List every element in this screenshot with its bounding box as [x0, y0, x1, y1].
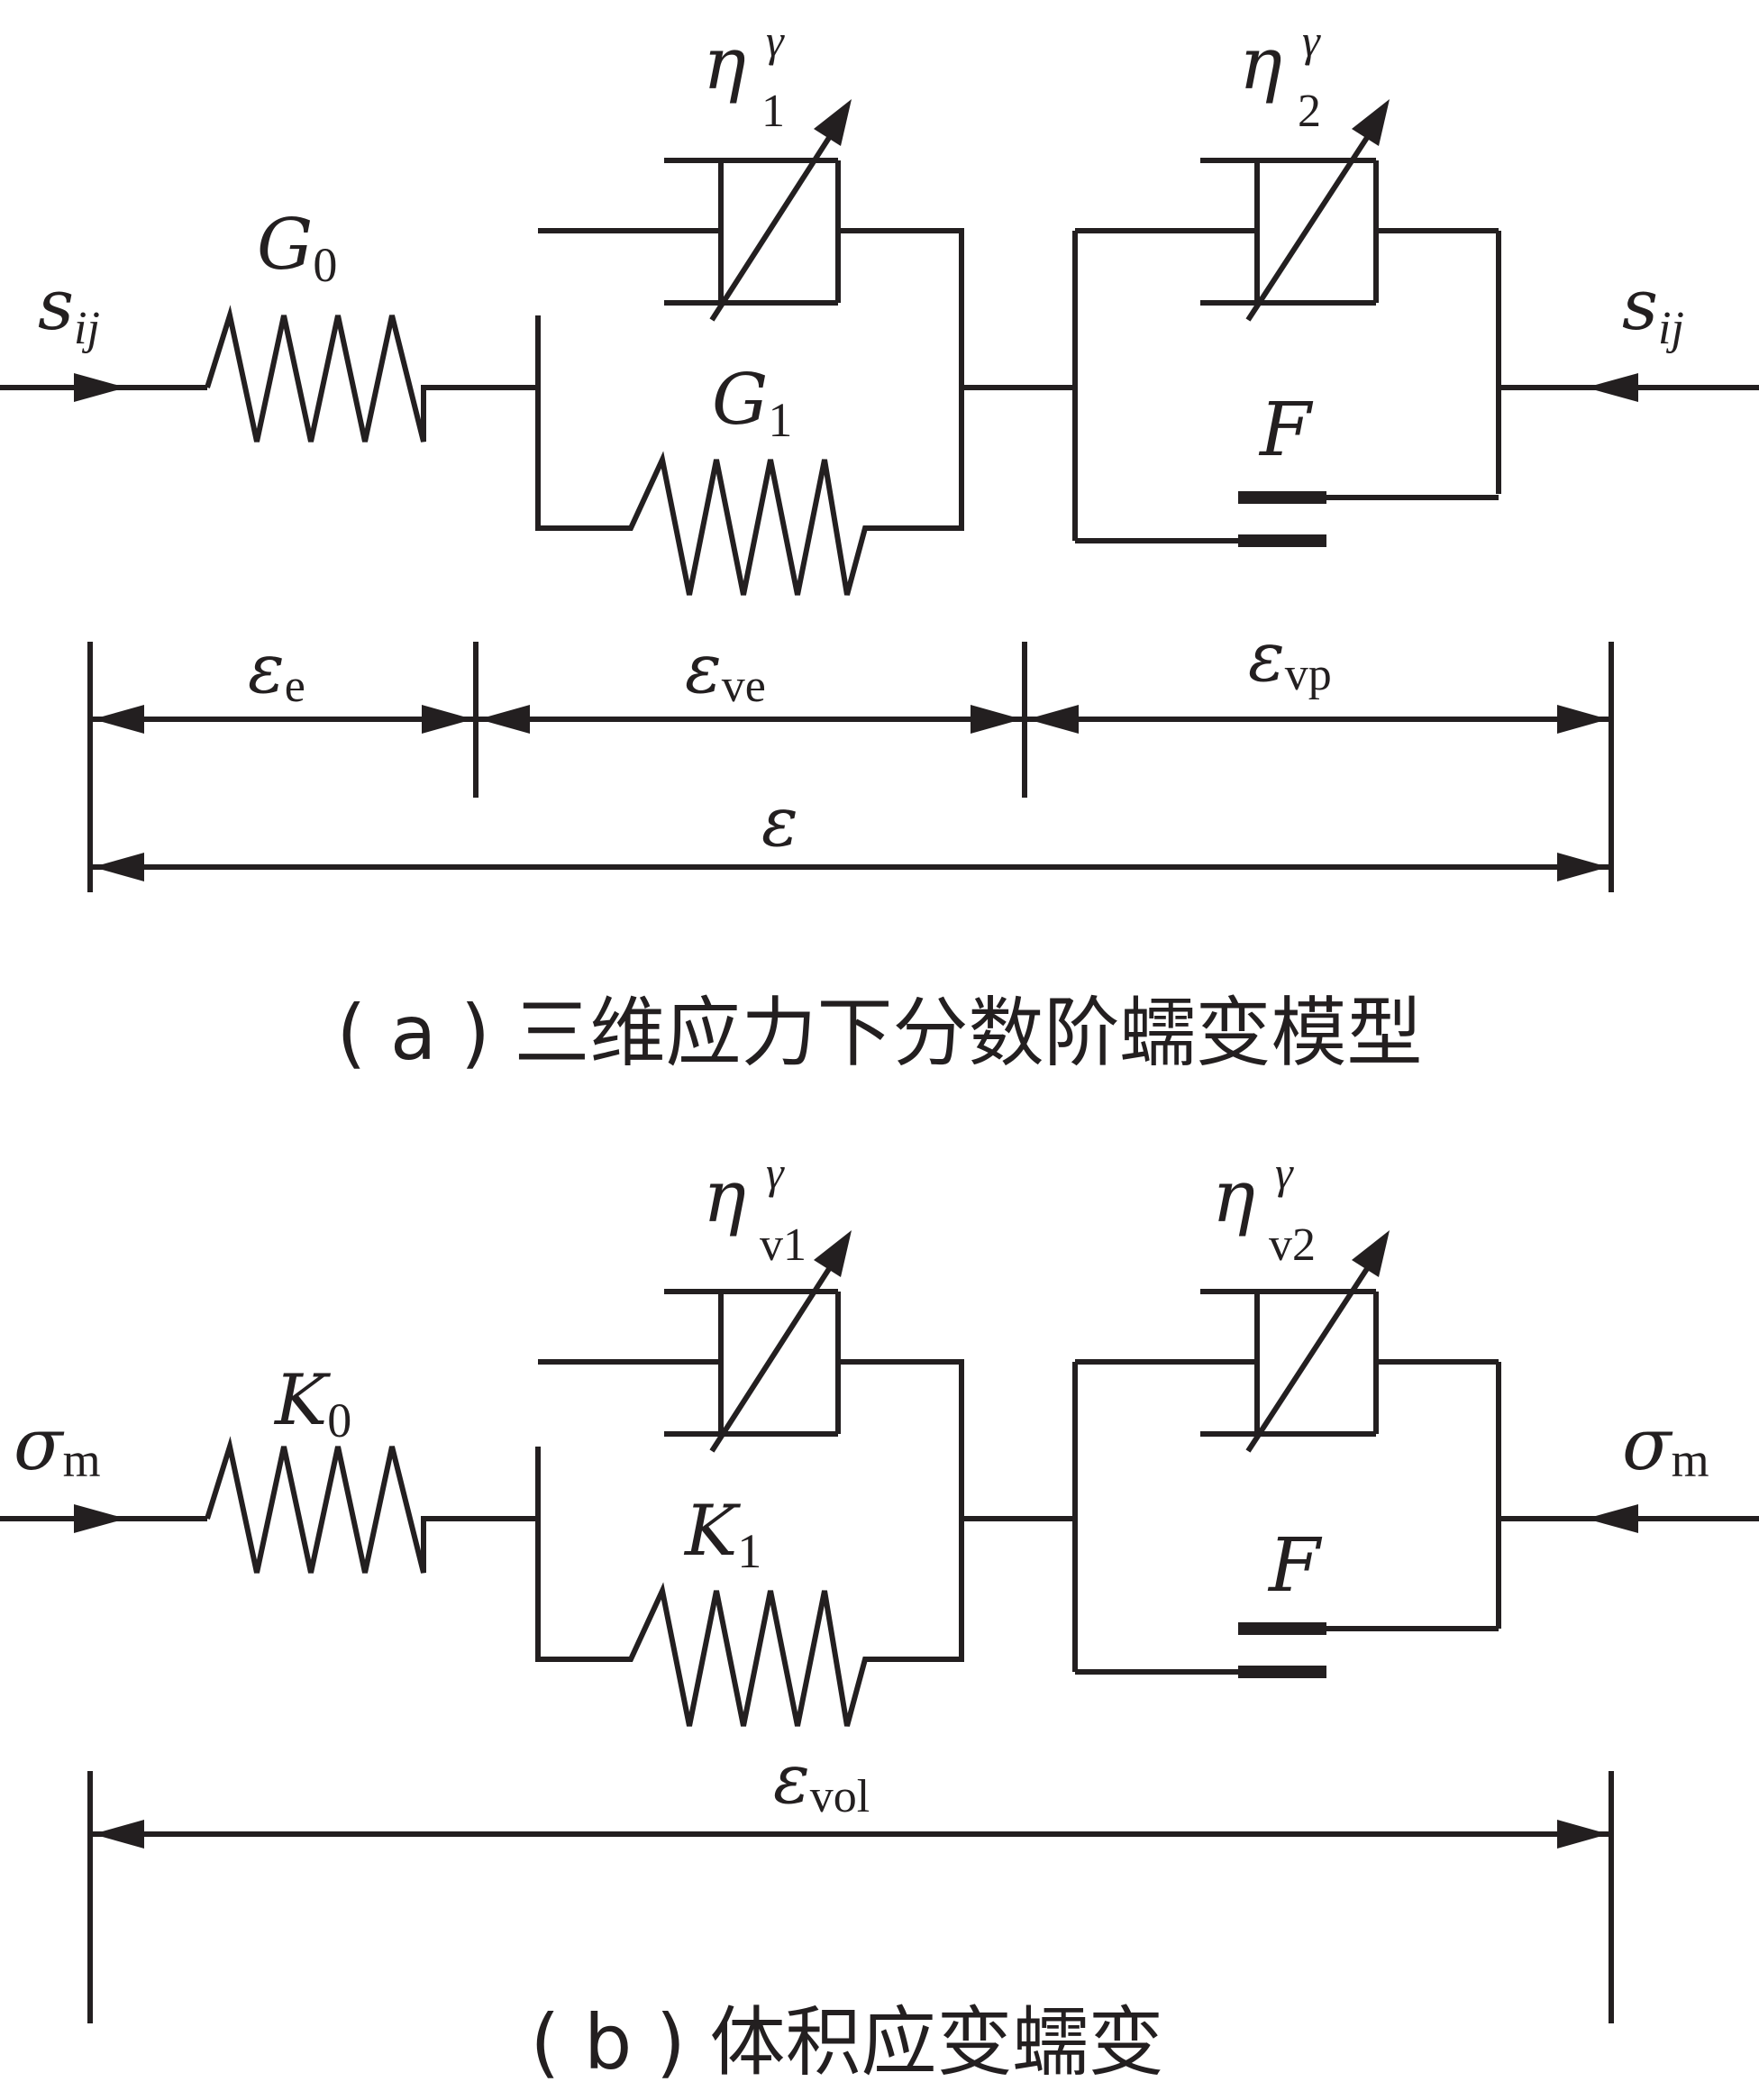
stress-arrow-right — [1586, 1504, 1638, 1533]
stress-arrow-left — [74, 373, 126, 402]
svg-text:2: 2 — [1298, 86, 1321, 137]
svg-text:γ: γ — [766, 1147, 785, 1198]
panel-a-model: sij sij G0 G1 η γ 1 η γ 2 F — [0, 15, 1759, 596]
caption-a: ( a ) 三维应力下分数阶蠕变模型 — [336, 989, 1422, 1077]
label-strain-ve: εve — [685, 628, 766, 712]
spring-k1 — [538, 1582, 962, 1727]
label-friction-f: F — [1267, 1523, 1323, 1609]
variable-arrowhead — [814, 99, 852, 146]
panel-b-strain-dimensions: εvol — [87, 1739, 1614, 2023]
label-g1: G1 — [712, 360, 792, 447]
panel-a-strain-dimensions: εe εve εvp ε — [87, 616, 1614, 892]
svg-text:η: η — [703, 1155, 746, 1238]
svg-text:v2: v2 — [1269, 1219, 1316, 1271]
label-stress-left: σm — [14, 1402, 101, 1487]
spring-g1 — [538, 451, 962, 596]
label-eta1: η γ 1 — [703, 15, 785, 137]
svg-text:v1: v1 — [760, 1219, 807, 1271]
label-friction-f: F — [1258, 388, 1314, 473]
label-eta-v1: η γ v1 — [703, 1147, 807, 1271]
stress-arrow-left — [74, 1504, 126, 1533]
dashpot-eta-v1 — [664, 1230, 852, 1453]
viscoplastic-body — [1072, 228, 1501, 547]
dashpot-eta1 — [664, 99, 852, 322]
label-eta-v2: η γ v2 — [1212, 1147, 1316, 1271]
stress-arrow-right — [1586, 373, 1638, 402]
label-strain-vol: εvol — [773, 1739, 870, 1822]
panel-b-model: σm σm K0 K1 η γ v1 η γ v2 F — [0, 1147, 1759, 1727]
friction-plate-top — [1238, 1622, 1326, 1635]
dashpot-eta-v2 — [1200, 1230, 1390, 1453]
label-strain-e: εe — [248, 628, 305, 712]
caption-b: ( b ) 体积应变蠕变 — [531, 1998, 1164, 2086]
variable-arrowhead — [1352, 1230, 1390, 1277]
viscoplastic-body — [1072, 1359, 1501, 1678]
svg-text:η: η — [1239, 22, 1282, 105]
label-stress-left: sij — [38, 265, 100, 354]
svg-text:γ: γ — [766, 15, 785, 66]
svg-text:η: η — [1212, 1155, 1255, 1238]
variable-arrowhead — [814, 1230, 852, 1277]
label-strain-total: ε — [761, 781, 798, 862]
svg-text:1: 1 — [761, 86, 785, 137]
spring-g0 — [205, 305, 536, 443]
friction-plate-top — [1238, 491, 1326, 504]
label-g0: G0 — [257, 205, 337, 292]
label-eta2: η γ 2 — [1239, 15, 1321, 137]
dashpot-eta2 — [1200, 99, 1390, 322]
variable-arrowhead — [1352, 99, 1390, 146]
svg-text:γ: γ — [1302, 15, 1321, 66]
label-k0: K0 — [273, 1360, 351, 1447]
label-strain-vp: εvp — [1248, 616, 1332, 700]
spring-k0 — [205, 1436, 536, 1574]
label-k1: K1 — [683, 1491, 761, 1578]
label-stress-right: σm — [1622, 1402, 1709, 1487]
svg-text:γ: γ — [1275, 1147, 1294, 1198]
friction-plate-bottom — [1238, 534, 1326, 547]
svg-text:η: η — [703, 22, 746, 105]
label-stress-right: sij — [1622, 265, 1684, 354]
friction-plate-bottom — [1238, 1666, 1326, 1678]
